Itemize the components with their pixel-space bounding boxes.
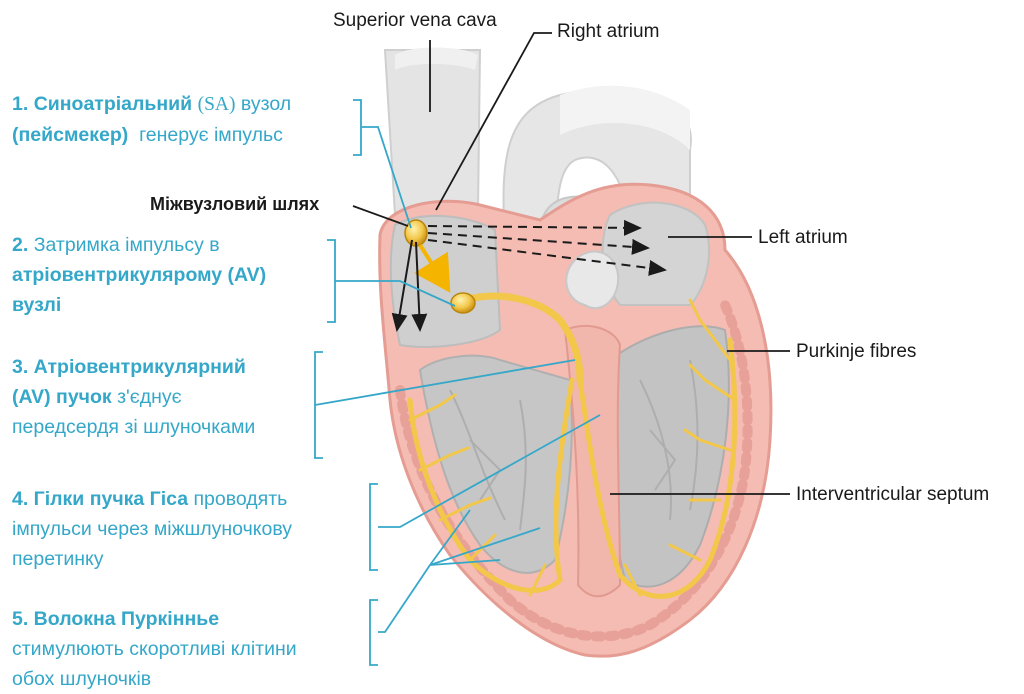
step-1-title: Синоатріальний xyxy=(34,93,192,115)
step-5-line-1: 5. Волокна Пуркіннье xyxy=(12,604,297,634)
step-2-text-3: вузлі xyxy=(12,294,61,316)
label-purkinje-fibres: Purkinje fibres xyxy=(796,341,916,363)
step-2-line-3: вузлі xyxy=(12,290,266,320)
step-1-pacemaker: (пейсмекер) xyxy=(12,124,128,146)
step-2-text-2: атріовентрикулярому (AV) xyxy=(12,264,266,286)
step-3-text-3: передсердя зі шлуночками xyxy=(12,416,255,438)
step-5-text-2: стимулюють скоротливі клітини xyxy=(12,638,297,660)
step-2-text-1: Затримка імпульсу в xyxy=(34,234,220,256)
step-4-text-2: імпульси через міжшлуночкову xyxy=(12,518,292,540)
step-1-abbr: (SA) xyxy=(198,94,236,115)
label-left-atrium: Left atrium xyxy=(758,227,848,249)
label-internodal-pathway: Міжвузловий шлях xyxy=(150,194,319,215)
step-5-line-2: стимулюють скоротливі клітини xyxy=(12,634,297,664)
step-4-line-3: перетинку xyxy=(12,544,292,574)
step-3-title: 3. Атріовентрикулярний xyxy=(12,356,246,378)
step-3: 3. Атріовентрикулярний (AV) пучок з'єдну… xyxy=(12,352,255,442)
step-4-text-1: проводять xyxy=(194,488,288,510)
step-4-text-3: перетинку xyxy=(12,548,104,570)
label-right-atrium: Right atrium xyxy=(557,21,659,43)
step-3-text-2-bold: (AV) пучок xyxy=(12,386,112,408)
step-1-rest-1: вузол xyxy=(241,93,291,115)
step-4: 4. Гілки пучка Гіса проводять імпульси ч… xyxy=(12,484,292,574)
step-3-text-2: з'єднує xyxy=(117,386,181,408)
step-4-line-1: 4. Гілки пучка Гіса проводять xyxy=(12,484,292,514)
step-1-line-1: 1. Синоатріальний (SA) вузол xyxy=(12,89,291,120)
av-node xyxy=(451,293,475,313)
step-5-title: 5. Волокна Пуркіннье xyxy=(12,608,219,630)
step-4-line-2: імпульси через міжшлуночкову xyxy=(12,514,292,544)
step-3-line-1: 3. Атріовентрикулярний xyxy=(12,352,255,382)
step-2-line-2: атріовентрикулярому (AV) xyxy=(12,260,266,290)
step-1-rest-2: генерує імпульс xyxy=(139,124,283,146)
step-2-line-1: 2. Затримка імпульсу в xyxy=(12,230,266,260)
step-5: 5. Волокна Пуркіннье стимулюють скоротли… xyxy=(12,604,297,694)
step-4-title: 4. Гілки пучка Гіса xyxy=(12,488,188,510)
step-1-line-2: (пейсмекер) генерує імпульс xyxy=(12,120,291,150)
step-2: 2. Затримка імпульсу в атріовентрикуляро… xyxy=(12,230,266,320)
step-3-line-2: (AV) пучок з'єднує xyxy=(12,382,255,412)
step-3-line-3: передсердя зі шлуночками xyxy=(12,412,255,442)
step-5-text-3: обох шлуночків xyxy=(12,668,151,690)
left-atrium-chamber xyxy=(603,203,709,305)
step-5-line-3: обох шлуночків xyxy=(12,664,297,694)
step-2-number: 2. xyxy=(12,234,28,256)
step-1-number: 1. xyxy=(12,93,28,115)
label-superior-vena-cava: Superior vena cava xyxy=(333,10,497,32)
step-1: 1. Синоатріальний (SA) вузол (пейсмекер)… xyxy=(12,89,291,150)
label-interventricular-septum: Interventricular septum xyxy=(796,484,989,506)
